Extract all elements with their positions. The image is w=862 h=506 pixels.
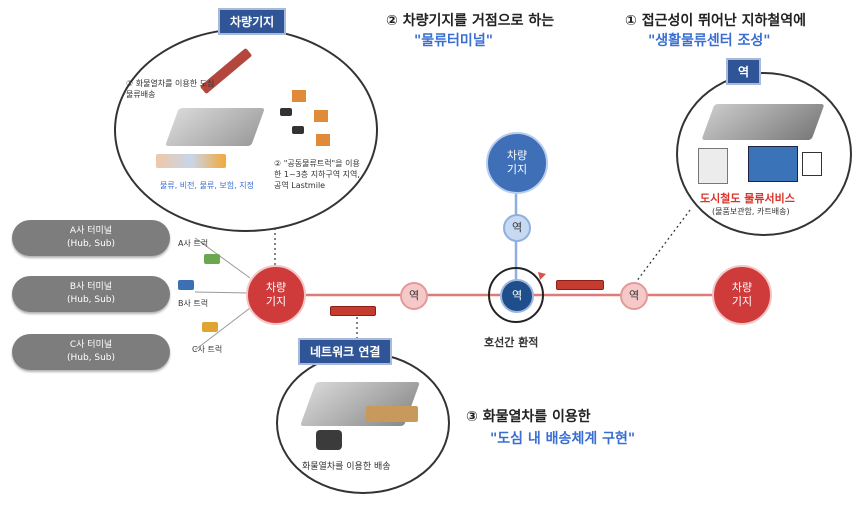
house-icon: [316, 134, 330, 146]
terminal-a-name: A사 터미널: [69, 226, 113, 236]
transfer-ring: [488, 267, 544, 323]
phone-icon: [802, 152, 822, 176]
service-title: 도시철도 물류서비스: [700, 192, 795, 205]
depot-top-label: 차량 기지: [506, 149, 528, 176]
house-icon: [292, 90, 306, 102]
transfer-arrow-icon: [538, 272, 546, 280]
depot-left-label: 차량 기지: [265, 281, 287, 308]
terminal-c-name: C사 터미널: [69, 340, 113, 350]
parcels-illustration: [366, 406, 418, 422]
vehicle-base-label: 차량기지: [218, 8, 287, 35]
bubble-left-note-2: ② "공동물류트럭"을 이용한 1~3층 지하구역 지역, 공역 Lastmil…: [274, 159, 360, 190]
network-caption: 화물열차를 이용한 배송: [302, 462, 391, 472]
terminal-link-b: [194, 291, 251, 294]
terminal-b-name: B사 터미널: [69, 282, 113, 292]
dotted-link-right: [635, 209, 691, 283]
station-2-label: 역: [628, 289, 640, 302]
truck-a-label: A사 트럭: [178, 239, 209, 248]
heading-2-title: ② 차량기지를 거점으로 하는: [386, 13, 555, 29]
terminal-a: A사 터미널 (Hub, Sub): [12, 220, 170, 256]
freight-train-icon: [330, 306, 376, 316]
terminal-b-sub: (Hub, Sub): [66, 295, 116, 305]
station-1-label: 역: [408, 289, 420, 302]
network-label: 네트워크 연결: [298, 338, 393, 365]
heading-1-quote: "생활물류센터 조성": [648, 33, 771, 49]
station-label: 역: [726, 58, 762, 85]
station-hub: 역: [500, 279, 534, 313]
station-top-label: 역: [511, 221, 523, 234]
station-bubble: 도시철도 물류서비스 (물품보관함, 카트배송): [676, 72, 852, 236]
network-bubble: 화물열차를 이용한 배송: [276, 352, 450, 494]
truck-c-icon: [202, 322, 218, 332]
truck-b-label: B사 트럭: [178, 299, 209, 308]
truck-b-icon: [178, 280, 194, 290]
station-2: 역: [620, 282, 648, 310]
truck-a-icon: [204, 254, 220, 264]
terminal-a-sub: (Hub, Sub): [66, 239, 116, 249]
bubble-left-categories: 물류, 비전, 물류, 보험, 지정: [160, 181, 254, 190]
warehouse-illustration: [165, 108, 265, 146]
heading-2-quote: "물류터미널": [414, 33, 493, 49]
heading-3-title: ③ 화물열차를 이용한: [466, 409, 591, 425]
heading-3-quote: "도심 내 배송체계 구현": [490, 431, 636, 447]
robot-icon: [316, 430, 342, 450]
service-subtitle: (물품보관함, 카트배송): [712, 207, 790, 216]
terminal-link-c: [194, 307, 251, 351]
depot-top: 차량 기지: [486, 132, 548, 194]
depot-right: 차량 기지: [712, 265, 772, 325]
station-1: 역: [400, 282, 428, 310]
house-icon: [314, 110, 328, 122]
terminal-link-a: [194, 237, 251, 279]
bubble-left-note-1: ① 화물열차를 이용한 도심 물류배송: [126, 79, 215, 99]
depot-left: 차량 기지: [246, 265, 306, 325]
terminal-c: C사 터미널 (Hub, Sub): [12, 334, 170, 370]
depot-right-label: 차량 기지: [731, 281, 753, 308]
truck-icon: [292, 126, 304, 134]
terminal-c-sub: (Hub, Sub): [66, 353, 116, 363]
station-top: 역: [503, 214, 531, 242]
truck-icon: [280, 108, 292, 116]
kiosk-screen-icon: [748, 146, 798, 182]
terminal-b: B사 터미널 (Hub, Sub): [12, 276, 170, 312]
station-illustration: [701, 104, 825, 140]
category-icons: [156, 154, 226, 168]
station-hub-label: 역: [511, 289, 523, 302]
truck-c-label: C사 트럭: [192, 345, 223, 354]
heading-1-title: ① 접근성이 뛰어난 지하철역에: [625, 13, 807, 29]
locker-icon: [698, 148, 728, 184]
vehicle-base-bubble: ① 화물열차를 이용한 도심 물류배송 ② "공동물류트럭"을 이용한 1~3층…: [114, 28, 378, 232]
transfer-label: 호선간 환적: [484, 336, 539, 349]
freight-train-icon: [556, 280, 604, 290]
